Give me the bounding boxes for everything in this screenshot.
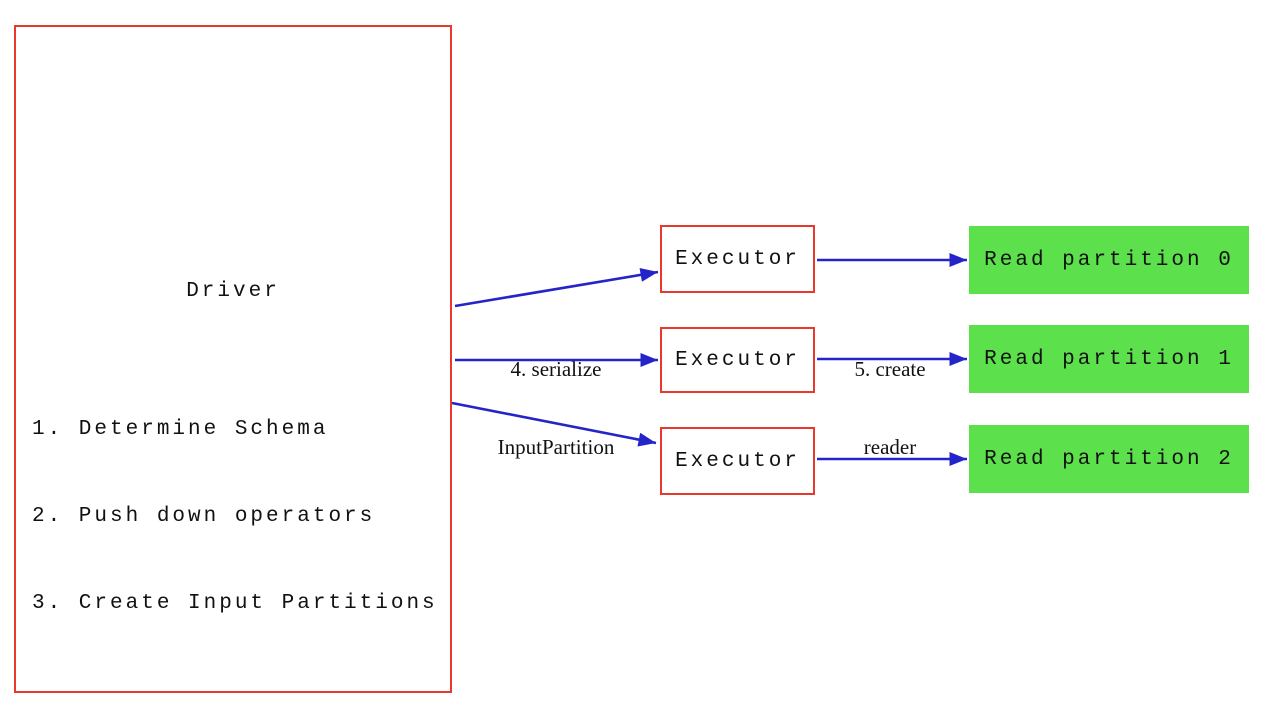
create-reader-label: 5. create reader — [805, 304, 975, 512]
serialize-label-line1: 4. serialize — [510, 357, 602, 381]
driver-step-2: 2. Push down operators — [32, 505, 376, 528]
create-reader-label-line2: reader — [863, 435, 917, 459]
create-reader-label-line1: 5. create — [854, 357, 926, 381]
arrow-driver-to-executor-0 — [454, 267, 659, 308]
executor-box-2: Executor — [660, 427, 815, 495]
serialize-inputpartition-label: 4. serialize InputPartition — [471, 304, 641, 512]
driver-steps: 1. Determine Schema 2. Push down operato… — [32, 357, 438, 676]
driver-step-1: 1. Determine Schema — [32, 418, 329, 441]
executor-box-0: Executor — [660, 225, 815, 293]
read-partition-box-0: Read partition 0 — [969, 226, 1249, 294]
driver-box: Driver 1. Determine Schema 2. Push down … — [14, 25, 452, 693]
driver-step-3: 3. Create Input Partitions — [32, 592, 438, 615]
serialize-label-line2: InputPartition — [497, 435, 615, 459]
executor-box-1: Executor — [660, 327, 815, 393]
driver-title: Driver — [186, 280, 280, 303]
arrow-driver-to-executor-2 — [451, 401, 657, 447]
read-partition-box-2: Read partition 2 — [969, 425, 1249, 493]
read-partition-box-1: Read partition 1 — [969, 325, 1249, 393]
